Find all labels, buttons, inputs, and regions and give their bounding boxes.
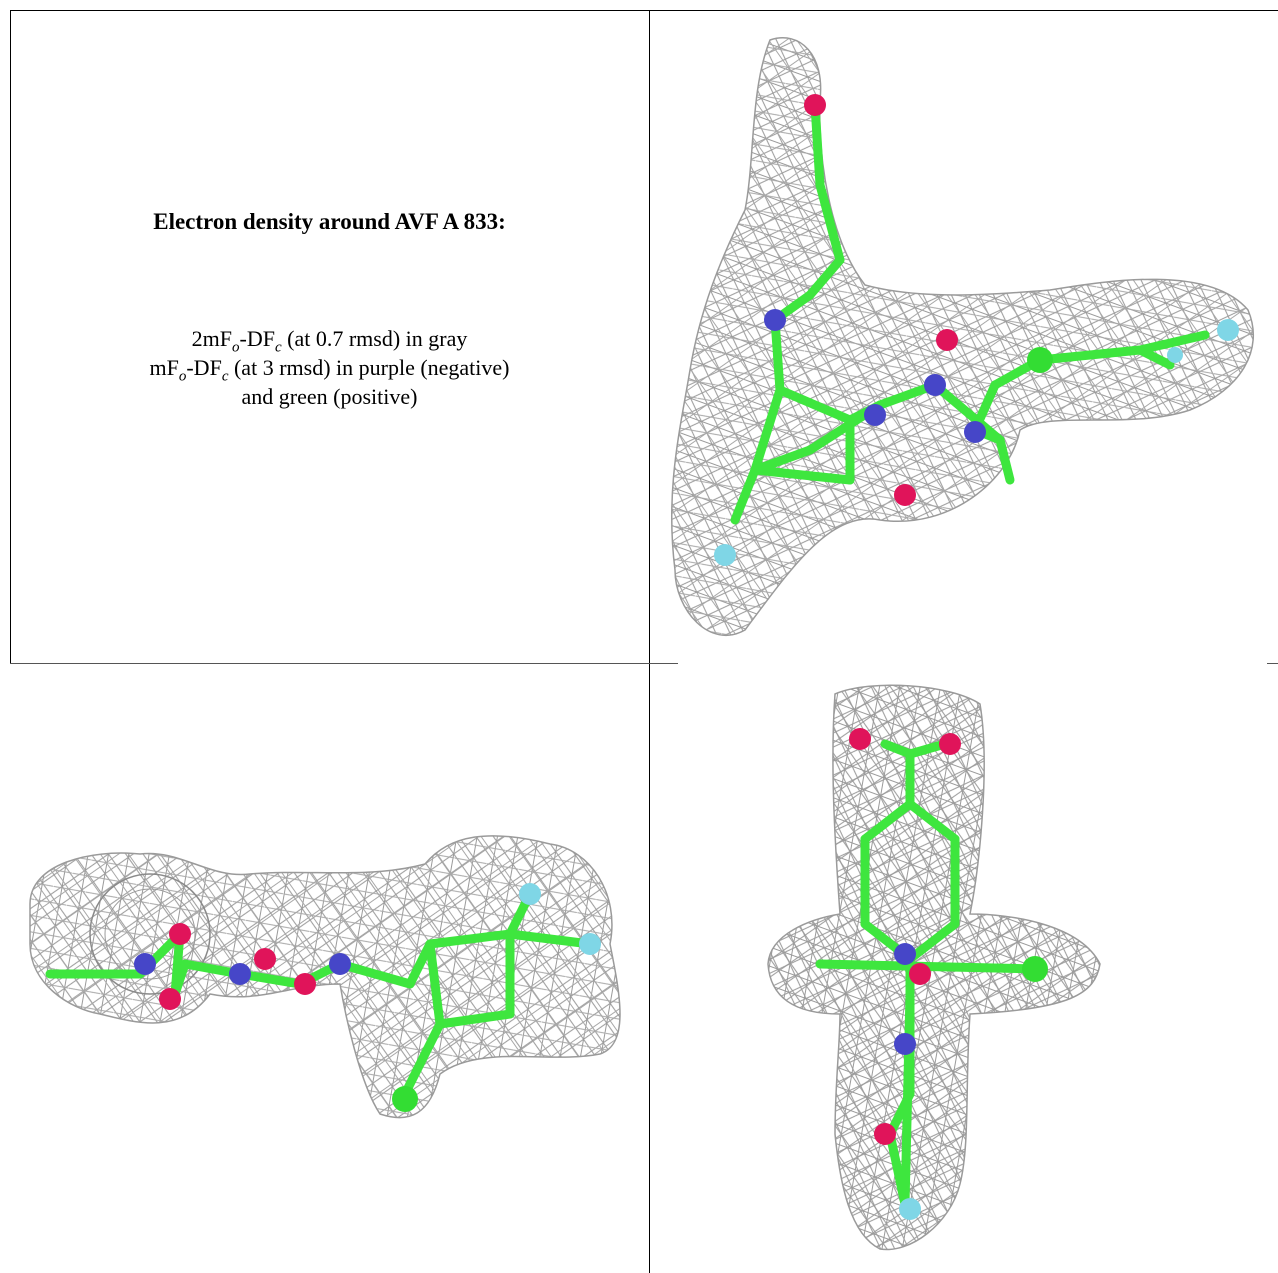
nitrogen-atom xyxy=(864,404,886,426)
legend-line-positive: and green (positive) xyxy=(241,384,418,409)
bond xyxy=(400,1019,445,1099)
bond xyxy=(900,989,915,1209)
bond xyxy=(435,1009,515,1029)
nitrogen-atom xyxy=(134,953,156,975)
nitrogen-atom xyxy=(329,953,351,975)
oxygen-atom xyxy=(939,733,961,755)
nitrogen-atom xyxy=(894,943,916,965)
bond xyxy=(815,180,845,265)
oxygen-atom xyxy=(159,988,181,1010)
grid-left-border-top xyxy=(10,10,11,664)
view-top-right xyxy=(650,10,1278,663)
grid-middle-divider xyxy=(10,663,678,664)
fluorine-atom xyxy=(714,544,736,566)
ligand-model xyxy=(815,728,1048,1220)
fluorine-atom xyxy=(519,883,541,905)
oxygen-atom xyxy=(909,963,931,985)
density-view-2 xyxy=(29,835,621,1119)
bond xyxy=(775,385,855,425)
nitrogen-atom xyxy=(229,963,251,985)
oxygen-atom xyxy=(294,973,316,995)
bond xyxy=(770,315,785,395)
bond xyxy=(860,799,915,844)
nitrogen-atom xyxy=(964,421,986,443)
view-bottom-left xyxy=(10,664,649,1273)
bond xyxy=(815,959,1045,974)
bond xyxy=(1035,345,1145,365)
bond xyxy=(810,100,825,190)
bond xyxy=(425,929,515,949)
nitrogen-atom xyxy=(764,309,786,331)
bond xyxy=(730,465,760,525)
mesh-outline xyxy=(29,835,621,1119)
bond xyxy=(995,435,1015,485)
bond xyxy=(1135,330,1210,355)
ligand-model xyxy=(45,883,601,1112)
fluorine-atom xyxy=(899,1198,921,1220)
grid-top-border xyxy=(10,10,1278,11)
grid-middle-divider-tick xyxy=(1267,663,1278,664)
density-view-1 xyxy=(671,37,1255,637)
nitrogen-atom xyxy=(894,1033,916,1055)
legend-line-difference-map: mFo-DFc (at 3 rmsd) in purple (negative) xyxy=(149,355,510,385)
legend-line-gray-map: 2mFo-DFc (at 0.7 rmsd) in gray xyxy=(191,326,468,356)
grid-center-divider xyxy=(649,10,650,1273)
oxygen-atom xyxy=(169,923,191,945)
ligand-model xyxy=(714,94,1239,566)
fluorine-atom xyxy=(1217,319,1239,341)
chlorine-atom xyxy=(392,1086,418,1112)
oxygen-atom xyxy=(874,1123,896,1145)
bond xyxy=(905,799,960,844)
bond xyxy=(335,959,415,989)
bond xyxy=(805,255,845,300)
bond xyxy=(170,959,190,999)
oxygen-atom xyxy=(894,484,916,506)
bond xyxy=(1135,345,1175,370)
oxygen-atom xyxy=(254,948,276,970)
density-view-3 xyxy=(767,684,1101,1251)
bond xyxy=(905,919,960,964)
bond xyxy=(750,465,855,485)
view-bottom-right xyxy=(650,664,1278,1273)
chlorine-atom xyxy=(1027,347,1053,373)
fluorine-atom xyxy=(579,933,601,955)
bond xyxy=(750,385,785,475)
legend-cell: Electron density around AVF A 833: 2mFo-… xyxy=(10,10,649,663)
chlorine-atom xyxy=(1022,956,1048,982)
mesh-outline xyxy=(767,684,1101,1251)
bond xyxy=(425,939,445,1029)
nitrogen-atom xyxy=(924,374,946,396)
oxygen-atom xyxy=(849,728,871,750)
legend-title: Electron density around AVF A 833: xyxy=(153,209,506,234)
oxygen-atom xyxy=(936,329,958,351)
mesh-outline xyxy=(671,37,1255,637)
fluorine-atom xyxy=(1167,347,1183,363)
mesh-ring xyxy=(89,873,211,995)
bond xyxy=(505,929,595,949)
mesh-ring-inner xyxy=(104,888,196,980)
oxygen-atom xyxy=(804,94,826,116)
